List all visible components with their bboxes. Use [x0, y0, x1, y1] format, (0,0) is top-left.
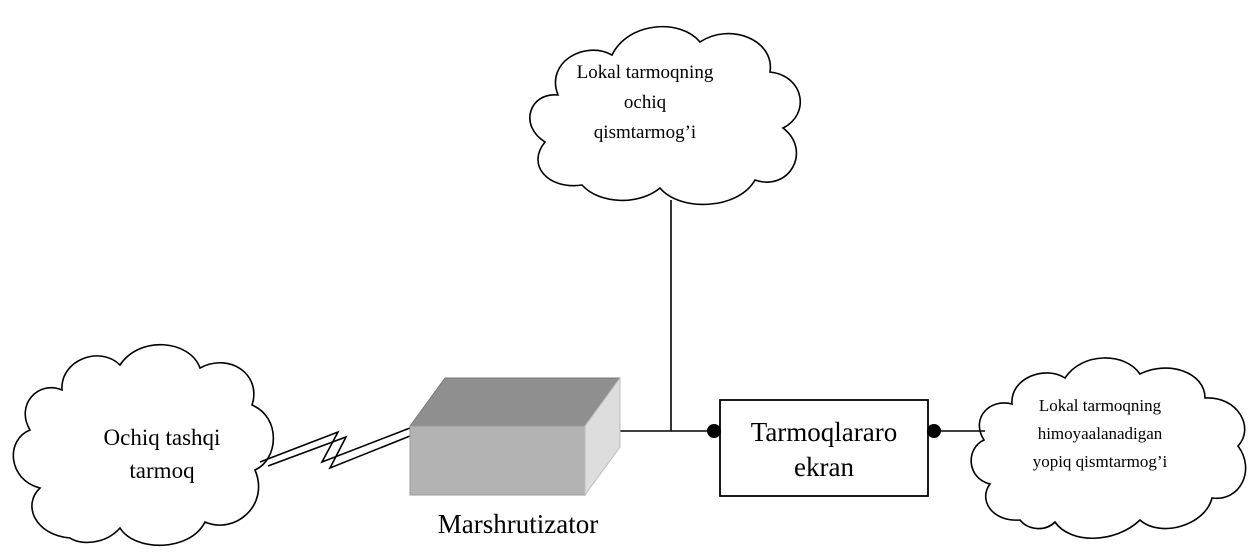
firewall-line-1: Tarmoqlararo — [751, 417, 898, 447]
router-label: Marshrutizator — [438, 509, 598, 539]
cloud-right-line-2: himoyaalanadigan — [1038, 424, 1163, 443]
cloud-left-line-1: Ochiq tashqi — [104, 425, 221, 450]
cloud-shape — [529, 25, 801, 206]
firewall-rect — [719, 399, 929, 497]
port-dot-right — [927, 424, 941, 438]
port-dot-left — [707, 424, 721, 438]
cloud-shape — [12, 343, 275, 547]
cloud-right-line-1: Lokal tarmoqning — [1039, 396, 1162, 415]
cloud-shape — [970, 357, 1247, 539]
cloud-protected-local-subnet: Lokal tarmoqning himoyaalanadigan yopiq … — [970, 357, 1247, 539]
router-top-face — [409, 377, 621, 427]
firewall-line-2: ekran — [794, 452, 854, 482]
router-icon — [409, 376, 621, 497]
cloud-open-local-subnet: Lokal tarmoqning ochiq qismtarmog’i — [529, 25, 801, 206]
cloud-top-line-2: ochiq — [624, 92, 667, 113]
router-front-face — [409, 425, 586, 496]
wireless-link-icon — [259, 427, 411, 470]
cloud-top-line-3: qismtarmog’i — [594, 122, 696, 143]
cloud-open-external-network: Ochiq tashqi tarmoq — [12, 343, 275, 547]
router-side-face — [584, 376, 621, 497]
cloud-right-line-3: yopiq qismtarmog’i — [1033, 452, 1168, 471]
cloud-top-line-1: Lokal tarmoqning — [577, 62, 714, 83]
cloud-left-line-2: tarmoq — [129, 458, 195, 483]
firewall-box: Tarmoqlararo ekran — [719, 399, 929, 497]
